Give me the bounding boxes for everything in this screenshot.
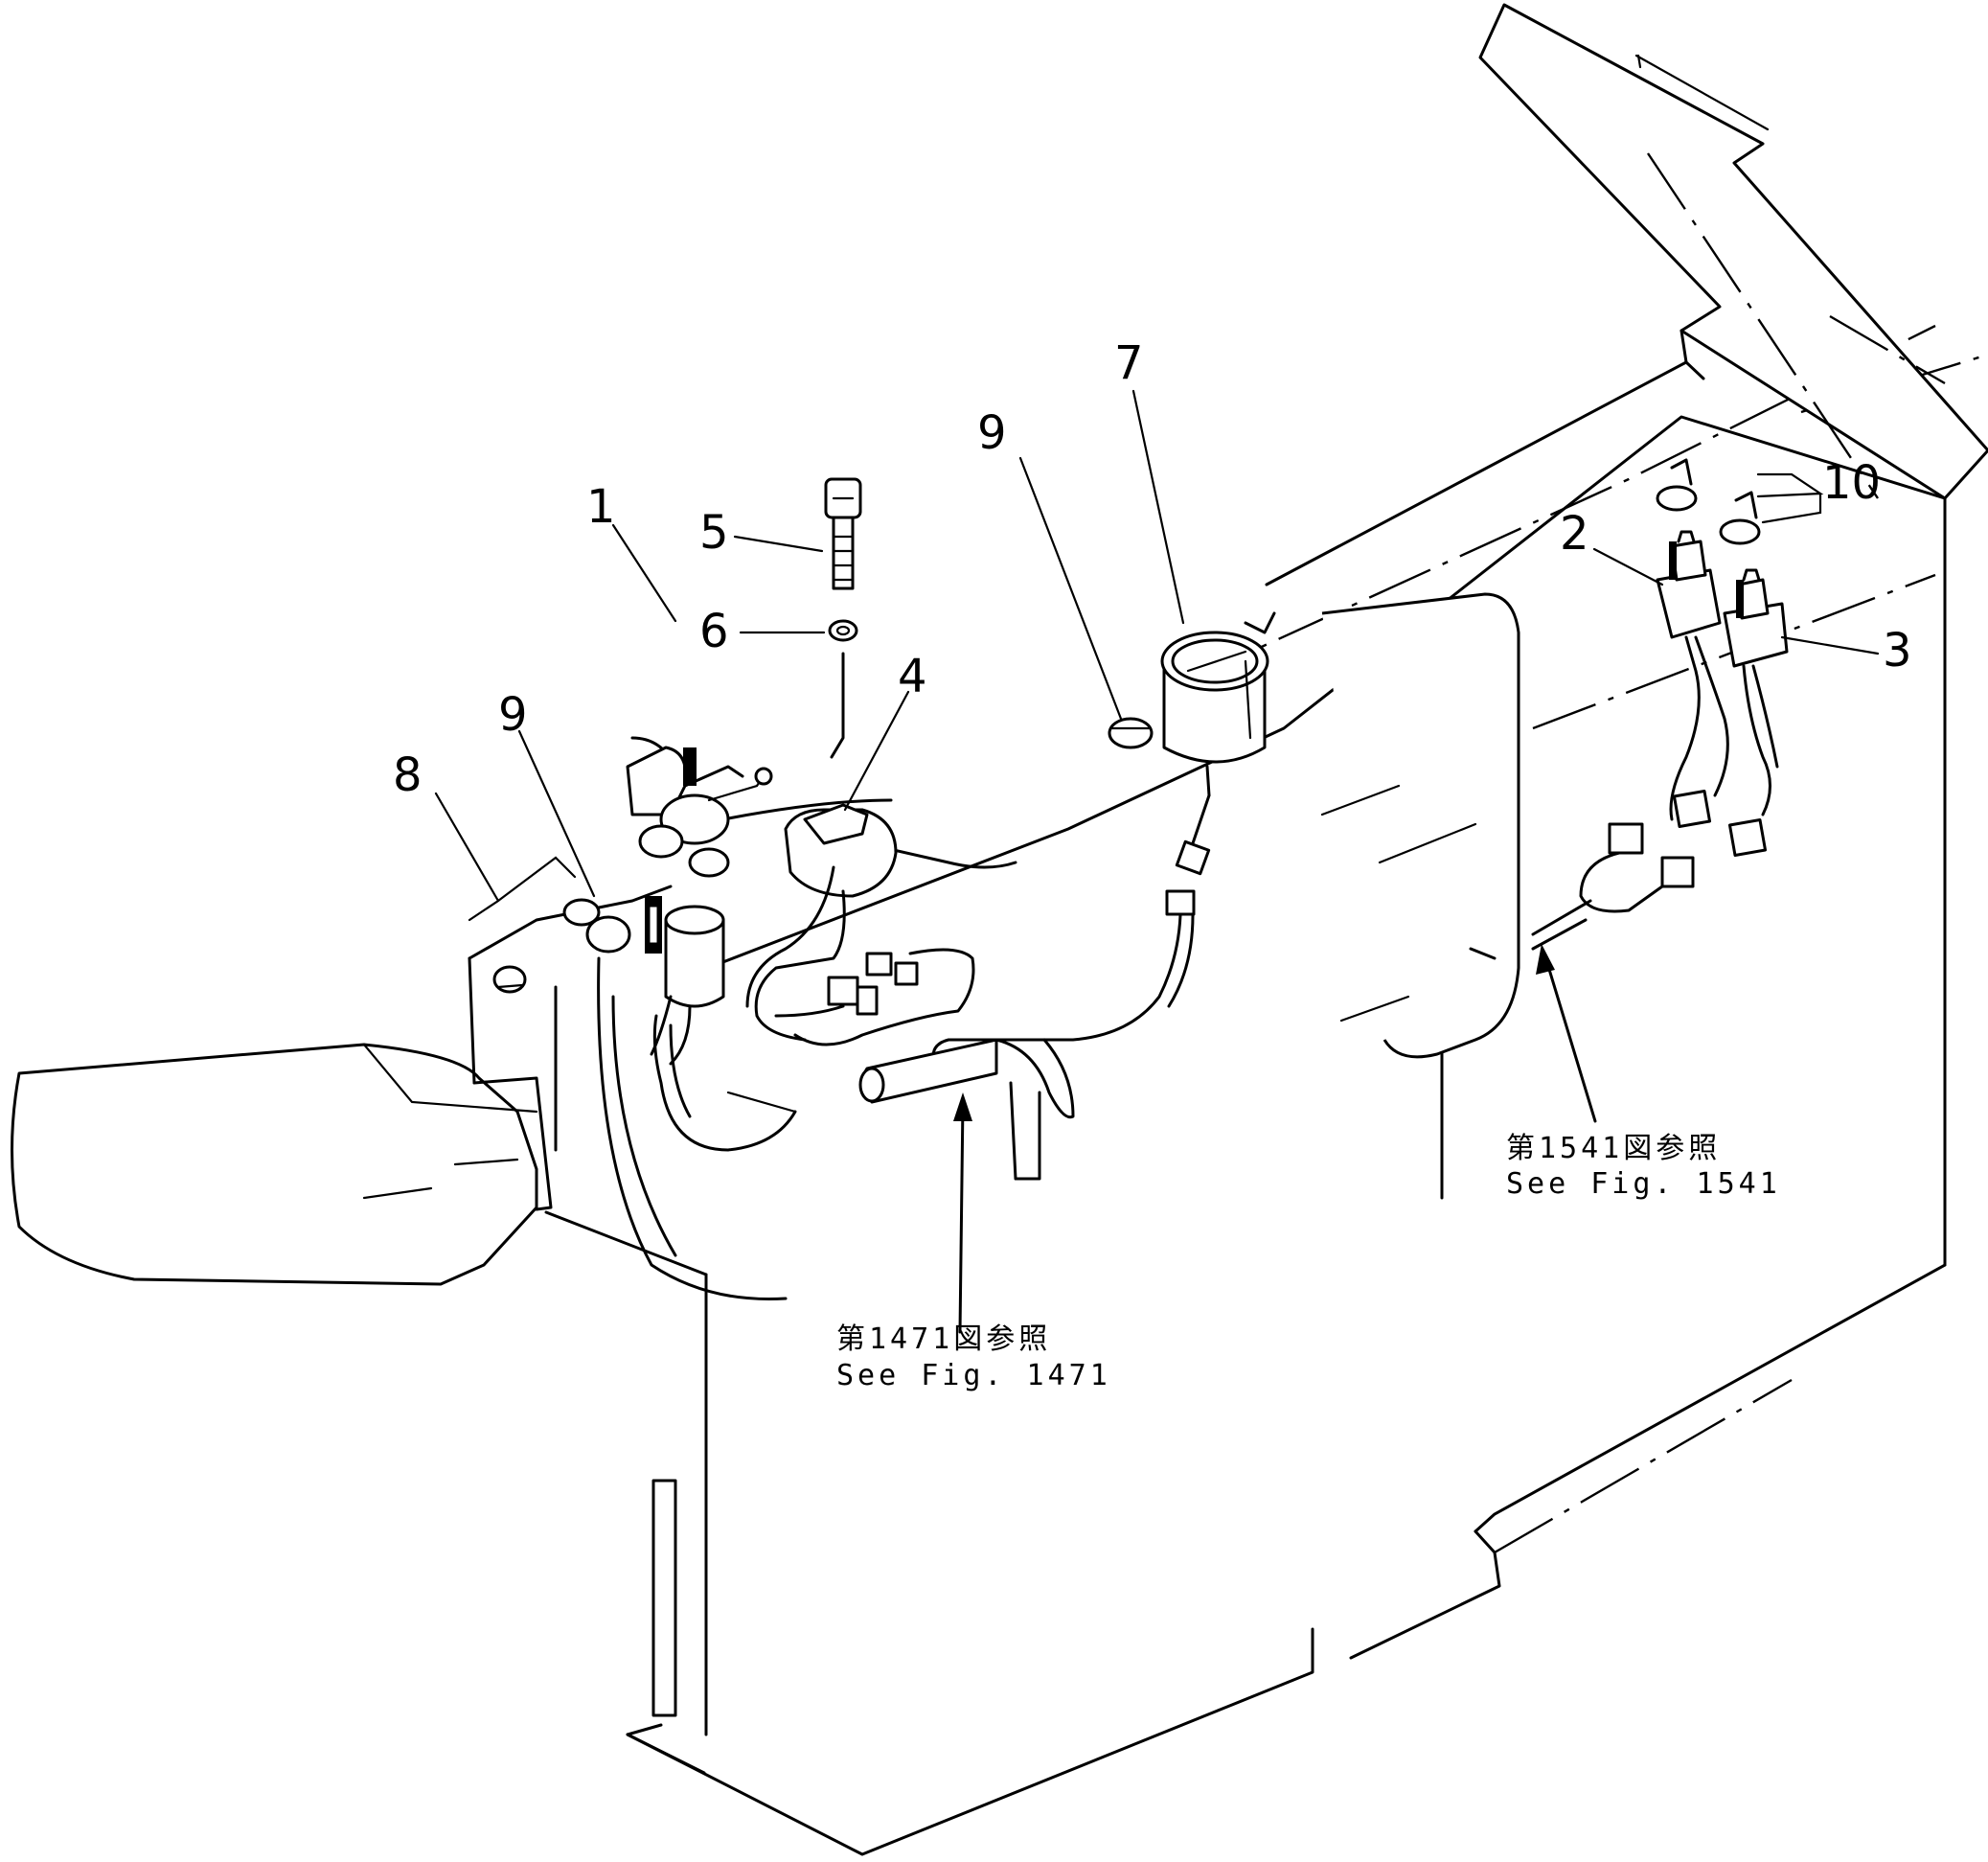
leader-9-center <box>1018 456 1123 721</box>
part-5-bolt <box>824 477 862 590</box>
part-4-rotary-switch <box>745 803 898 1042</box>
ref-1541-en: See Fig. 1541 <box>1506 1167 1781 1201</box>
part-9-knob-left <box>562 896 662 954</box>
callout-4: 4 <box>898 650 927 703</box>
callout-1: 1 <box>586 480 616 534</box>
ref-1471-jp: 第1471図参照 <box>836 1322 1051 1356</box>
figure-ref-1471: 第1471図参照 See Fig. 1471 <box>836 1322 1111 1392</box>
callout-9-left: 9 <box>498 688 528 742</box>
part-3-toggle-switch <box>1723 568 1789 668</box>
part-8-knob <box>492 965 527 994</box>
armrest-tray <box>11 1043 708 1286</box>
leader-5 <box>733 535 824 553</box>
callout-2: 2 <box>1560 507 1589 561</box>
leader-4 <box>843 690 910 812</box>
part-7-gauge <box>931 611 1276 1066</box>
callout-8: 8 <box>393 748 423 802</box>
part-2-toggle-switch <box>1656 530 1722 639</box>
leader-8 <box>434 792 577 922</box>
figure-ref-1541: 第1541図参照 See Fig. 1541 <box>1506 1132 1781 1201</box>
leader-lines <box>434 389 1880 1334</box>
leader-10 <box>1756 472 1824 524</box>
panel-cover <box>1320 592 1520 1059</box>
part-9-cap-center <box>1108 717 1154 749</box>
callout-6: 6 <box>699 605 729 658</box>
leader-ref-1471 <box>958 1100 965 1334</box>
part-6-washer <box>828 619 858 759</box>
callout-labels: 1 2 3 4 5 6 7 8 9 9 10 <box>393 336 1912 802</box>
console-body <box>626 324 1988 1856</box>
ref-1471-en: See Fig. 1471 <box>836 1359 1111 1392</box>
leader-9-left <box>517 729 596 898</box>
hoses <box>858 1038 1075 1181</box>
switch-wiring <box>1531 635 1779 951</box>
wire-harness-center <box>652 948 975 1152</box>
part-10-knobs <box>1656 458 1761 545</box>
leader-3 <box>1780 635 1880 655</box>
leader-ref-1541 <box>1542 952 1597 1123</box>
raised-flap <box>1478 3 1988 500</box>
ref-1541-jp: 第1541図参照 <box>1506 1132 1721 1165</box>
left-housing <box>468 736 1017 1301</box>
leader-2 <box>1592 547 1664 586</box>
leader-1 <box>611 523 677 623</box>
part-1-key-switch <box>626 746 773 1066</box>
leader-7 <box>1131 389 1185 625</box>
callout-3: 3 <box>1883 624 1912 678</box>
callout-7: 7 <box>1114 336 1144 390</box>
callout-5: 5 <box>699 506 729 560</box>
callout-10: 10 <box>1822 456 1881 510</box>
callout-9-center: 9 <box>977 406 1007 460</box>
